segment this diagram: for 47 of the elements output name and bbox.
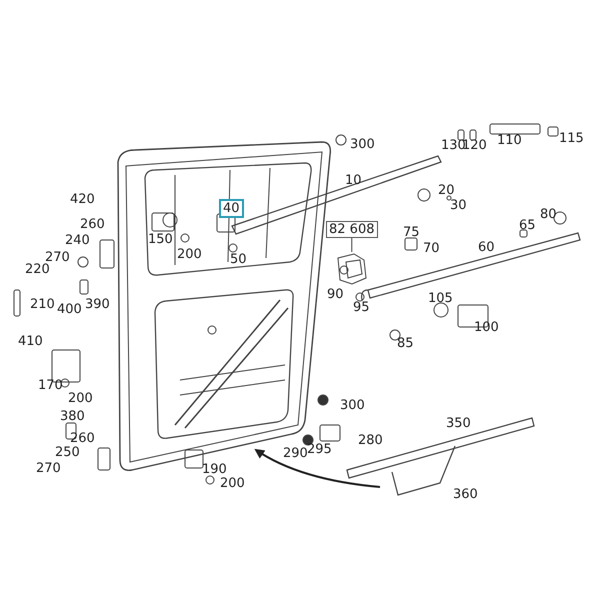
callout-number: 75 — [403, 225, 420, 240]
callout-number: 295 — [307, 442, 332, 457]
leader-line — [351, 238, 352, 252]
callout-number: 250 — [55, 445, 80, 460]
callout-number: 105 — [428, 291, 453, 306]
callout-number: 300 — [350, 137, 375, 152]
callout-number: 82 608 — [329, 222, 374, 237]
callout-number: 410 — [18, 334, 43, 349]
callout-number: 70 — [423, 241, 440, 256]
callout-number: 150 — [148, 232, 173, 247]
callout-number: 40 — [223, 201, 240, 216]
callout-number: 85 — [397, 336, 414, 351]
callout-number: 65 — [519, 218, 536, 233]
callout-number: 50 — [230, 252, 247, 267]
callout-number: 260 — [70, 431, 95, 446]
callout-number: 380 — [60, 409, 85, 424]
callout-number: 290 — [283, 446, 308, 461]
callout-number: 95 — [353, 300, 370, 315]
callout-number: 390 — [85, 297, 110, 312]
callout-number: 115 — [559, 131, 584, 146]
callout-number: 240 — [65, 233, 90, 248]
callout-number: 210 — [30, 297, 55, 312]
callout-number: 350 — [446, 416, 471, 431]
callout-number: 360 — [453, 487, 478, 502]
callout-number: 280 — [358, 433, 383, 448]
callout-number: 110 — [497, 133, 522, 148]
callout-number: 200 — [177, 247, 202, 262]
callout-number: 420 — [70, 192, 95, 207]
highlighted-part-number-box — [219, 199, 244, 218]
callout-number: 10 — [345, 173, 362, 188]
callout-number: 270 — [36, 461, 61, 476]
callout-number: 90 — [327, 287, 344, 302]
callout-number: 60 — [478, 240, 495, 255]
callout-number: 170 — [38, 378, 63, 393]
callout-number: 100 — [474, 320, 499, 335]
callout-number: 400 — [57, 302, 82, 317]
part-number-box — [326, 221, 378, 238]
callout-number: 260 — [80, 217, 105, 232]
callout-number: 80 — [540, 207, 557, 222]
callout-number: 270 — [45, 250, 70, 265]
callout-number: 20 — [438, 183, 455, 198]
callout-number: 300 — [340, 398, 365, 413]
callout-number: 200 — [68, 391, 93, 406]
callout-number: 220 — [25, 262, 50, 277]
callout-number: 30 — [450, 198, 467, 213]
callout-number: 200 — [220, 476, 245, 491]
callout-number: 190 — [202, 462, 227, 477]
